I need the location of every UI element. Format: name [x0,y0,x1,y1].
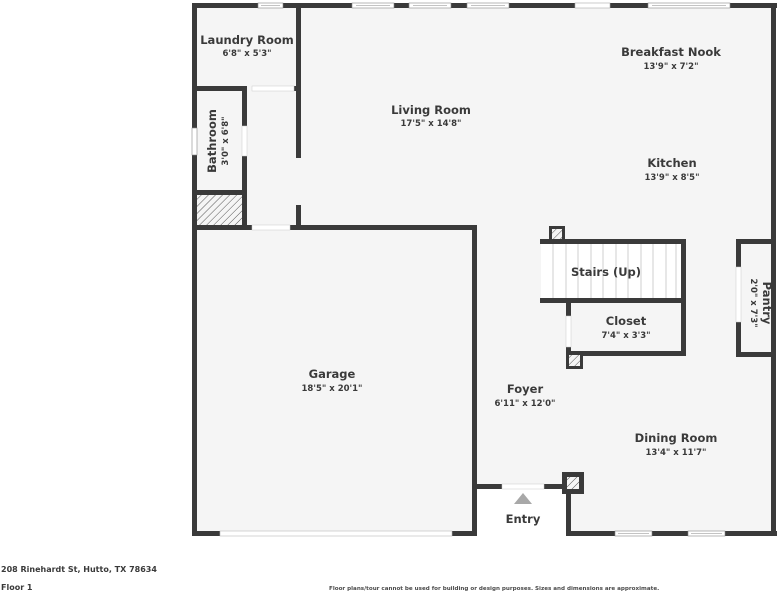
floor-plan: Laundry Room 6'8" x 5'3" Bathroom 3'0" x… [191,2,777,538]
floor-label: Floor 1 [1,583,33,592]
room-name-dining: Dining Room [635,431,718,445]
room-name-bathroom: Bathroom [205,109,219,173]
room-name-laundry: Laundry Room [200,33,294,47]
room-name-living: Living Room [391,103,471,117]
room-name-garage: Garage [309,367,356,381]
room-dims-bathroom: 3'0" x 6'8" [221,116,231,165]
room-labels: Laundry Room 6'8" x 5'3" Bathroom 3'0" x… [200,33,774,526]
room-dims-dining: 13'4" x 11'7" [646,448,707,458]
window [191,127,198,156]
interior-walls [192,3,776,536]
room-dims-laundry: 6'8" x 5'3" [222,49,271,59]
room-name-breakfast-nook: Breakfast Nook [621,45,721,59]
disclaimer-text: Floor plans/tour cannot be used for buil… [329,586,660,592]
garage-door [219,530,453,537]
property-address: 208 Rinehardt St, Hutto, TX 78634 [1,565,157,574]
entry-arrow-icon [514,493,532,504]
room-name-pantry: Pantry [760,282,774,325]
room-name-foyer: Foyer [507,382,544,396]
room-dims-foyer: 6'11" x 12'0" [495,399,556,409]
structural-columns [197,195,584,494]
windows [191,2,731,537]
room-name-closet: Closet [606,314,647,328]
room-dims-garage: 18'5" x 20'1" [302,384,363,394]
room-dims-breakfast-nook: 13'9" x 7'2" [643,62,698,72]
room-dims-closet: 7'4" x 3'3" [601,331,650,341]
room-name-stairs: Stairs (Up) [571,265,641,279]
room-name-kitchen: Kitchen [647,156,696,170]
room-dims-kitchen: 13'9" x 8'5" [644,173,699,183]
door-openings [241,85,742,490]
stair-treads [541,244,681,298]
entry-label: Entry [506,512,541,526]
room-dims-living: 17'5" x 14'8" [401,119,462,129]
room-dims-pantry: 2'0" x 7'3" [748,278,758,327]
window [574,2,611,9]
